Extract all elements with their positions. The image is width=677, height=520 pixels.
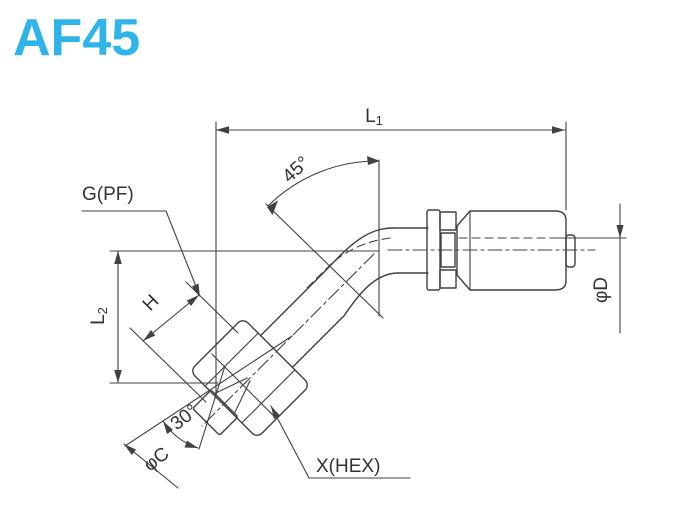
phic-label: φC xyxy=(140,443,173,476)
h-arrow-lower xyxy=(143,330,156,341)
angle45-label: 45° xyxy=(279,152,314,187)
hose-end-dashed-bend xyxy=(304,237,391,291)
label-gpf: G(PF) xyxy=(81,184,200,297)
socket-band-middle xyxy=(440,232,456,268)
nut-hex-flat-upper xyxy=(204,332,259,387)
angle30-line-upper xyxy=(124,335,293,447)
angle30-line-lower xyxy=(198,365,226,450)
end-cap xyxy=(565,234,576,268)
dimension-h: H xyxy=(129,281,239,403)
angled-centerline xyxy=(201,253,375,427)
gpf-label: G(PF) xyxy=(82,184,134,205)
l2-label: L2 xyxy=(88,307,110,325)
l2-arrow-down xyxy=(114,370,122,383)
gpf-leader xyxy=(81,210,200,295)
label-xhex: X(HEX) xyxy=(270,405,411,479)
seat-cone-upper xyxy=(214,377,248,395)
angle45-arc xyxy=(267,160,380,207)
xhex-label: X(HEX) xyxy=(316,456,380,477)
angle45-slanted-line xyxy=(265,203,384,319)
dimension-l2: L2 xyxy=(88,250,380,384)
h-label: H xyxy=(139,291,164,316)
socket-band-top xyxy=(439,211,457,231)
nut-hex-flat-lower xyxy=(241,369,296,424)
h-extension-upper xyxy=(185,281,239,334)
tube-bend-outer-wall xyxy=(259,227,393,337)
socket-collar xyxy=(426,209,441,291)
l1-label: L1 xyxy=(365,106,383,128)
nut-outline xyxy=(192,320,308,436)
fitting-body xyxy=(192,209,576,436)
phid-arrow xyxy=(616,225,624,238)
xhex-leader xyxy=(270,405,411,479)
phid-label: φD xyxy=(591,277,612,303)
angle30-arrow-right xyxy=(184,440,198,448)
crimp-socket xyxy=(426,209,576,291)
h-arrow-upper xyxy=(186,295,199,306)
thread-stub xyxy=(192,390,238,436)
l2-arrow-up xyxy=(114,251,122,264)
elbow-tube xyxy=(259,227,429,369)
seat-cone-lower xyxy=(233,380,251,414)
socket-band-bottom xyxy=(439,269,457,289)
dimension-phi-d: φD xyxy=(555,203,627,334)
l1-arrow-left xyxy=(216,126,229,134)
phic-arrow xyxy=(124,444,136,455)
angle45-arrow-right xyxy=(367,156,380,165)
nut-shoulder-line xyxy=(211,353,275,417)
h-extension-lower xyxy=(129,327,207,403)
centerlines xyxy=(201,237,596,427)
dimension-l1: L1 xyxy=(215,106,567,399)
ferrule-shell xyxy=(456,210,567,291)
angle45-arrow-left xyxy=(267,200,278,215)
part-number-title: AF45 xyxy=(13,9,141,67)
l1-arrow-right xyxy=(552,126,565,134)
swivel-nut xyxy=(192,320,308,436)
tube-bend-inner-wall xyxy=(291,272,399,369)
dimension-phi-c: φC xyxy=(123,443,179,489)
angle30-arrow-left xyxy=(163,421,173,434)
